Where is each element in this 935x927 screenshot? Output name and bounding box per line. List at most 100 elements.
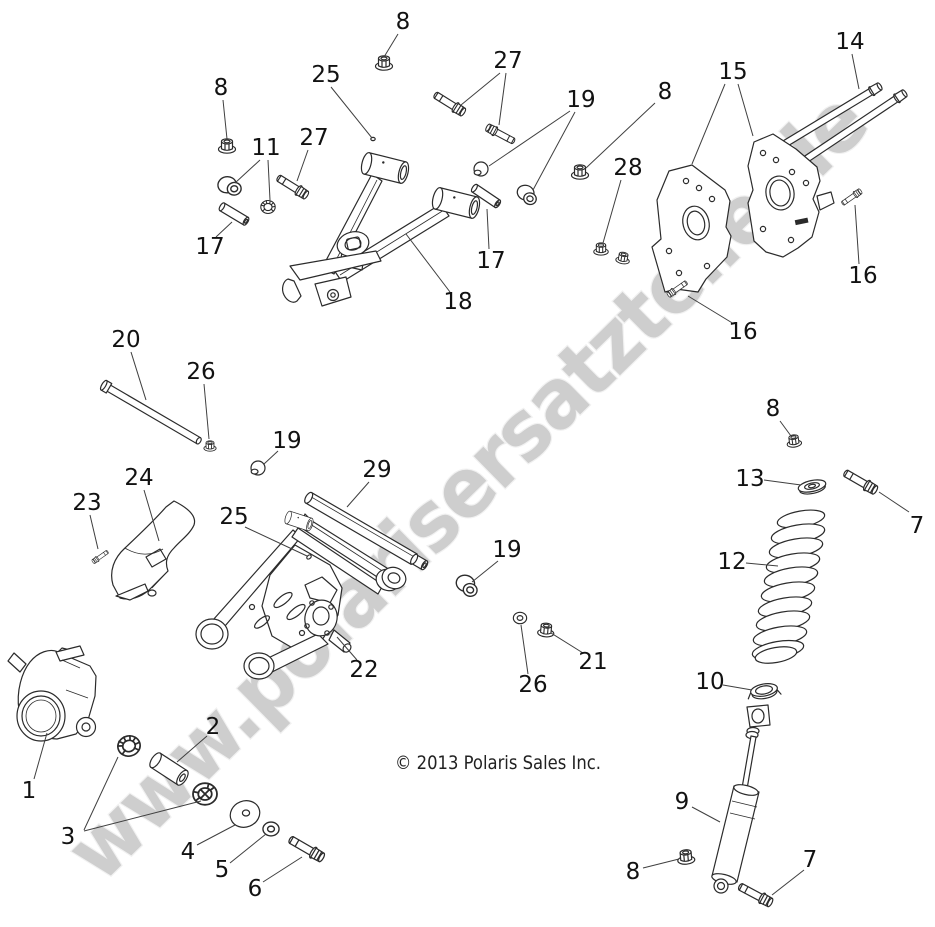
callout-8: 8	[396, 9, 411, 35]
leader-line-16	[854, 204, 860, 265]
callout-28: 28	[613, 155, 642, 181]
leader-line-17	[486, 208, 490, 250]
leader-line-25	[244, 526, 308, 557]
bushing-19b	[514, 182, 540, 207]
leader-line-9	[691, 806, 721, 823]
callout-2: 2	[206, 714, 221, 740]
screw-23	[90, 548, 110, 565]
leader-line-19	[471, 560, 499, 583]
bushing-11b	[260, 199, 276, 215]
leader-line-26	[203, 383, 210, 440]
washer-4	[229, 800, 261, 828]
leader-line-28	[602, 179, 622, 244]
leader-line-8	[222, 99, 228, 140]
part-pivot-spacer-2	[149, 752, 189, 786]
callout-8: 8	[626, 859, 641, 885]
callout-19: 19	[272, 428, 301, 454]
shock-bolt-7a	[841, 466, 880, 497]
leader-line-1	[33, 732, 48, 780]
leader-line-29	[346, 481, 370, 508]
callout-14: 14	[835, 29, 864, 55]
callout-24: 24	[124, 465, 153, 491]
callout-7: 7	[803, 847, 818, 873]
callout-17: 17	[476, 248, 505, 274]
callout-4: 4	[181, 839, 196, 865]
lock-nut-21	[536, 621, 556, 639]
flange-nut-28a	[593, 242, 609, 256]
callout-15: 15	[718, 59, 747, 85]
leader-line-13	[763, 479, 802, 486]
callout-16: 16	[848, 263, 877, 289]
leader-line-11	[267, 159, 271, 201]
callout-17: 17	[195, 234, 224, 260]
leader-line-19	[488, 110, 571, 167]
leader-line-15	[737, 83, 754, 137]
leader-line-7	[771, 869, 805, 896]
part-torsion-rod-29	[304, 491, 429, 571]
copyright-text: © 2013 Polaris Sales Inc.	[395, 752, 601, 774]
flange-nut-28b	[614, 250, 632, 266]
leader-line-8	[642, 858, 680, 869]
leader-line-27	[460, 72, 501, 106]
leader-line-7	[878, 491, 910, 513]
callout-5: 5	[215, 857, 230, 883]
callout-23: 23	[72, 490, 101, 516]
callout-11: 11	[251, 135, 280, 161]
flange-nut-8d	[785, 433, 803, 449]
callout-18: 18	[443, 289, 472, 315]
leader-line-14	[851, 53, 860, 90]
leader-line-4	[196, 824, 236, 846]
lock-nut-26a	[203, 440, 217, 452]
part-stabilizer-rod-20	[99, 379, 202, 445]
pivot-pin-17a	[217, 201, 251, 227]
leader-line-3	[83, 756, 119, 831]
callout-9: 9	[675, 789, 690, 815]
bolt-27c	[274, 172, 311, 202]
callout-19: 19	[492, 537, 521, 563]
hex-bolt-6	[286, 833, 327, 865]
bushing-19d	[452, 572, 481, 599]
cap-19a	[473, 161, 489, 177]
flange-nut-8a	[374, 55, 394, 71]
part-upper-control-arm	[282, 136, 483, 307]
eye-bushing-socket	[375, 566, 407, 592]
leader-line-10	[722, 684, 753, 691]
leader-line-5	[229, 833, 267, 864]
leader-line-27	[296, 149, 309, 182]
callout-13: 13	[735, 466, 764, 492]
leader-line-19	[263, 450, 279, 465]
cap-19c	[250, 460, 266, 476]
leader-line-17	[215, 221, 233, 238]
leader-line-26	[520, 624, 529, 675]
callout-25: 25	[219, 504, 248, 530]
callout-8: 8	[658, 79, 673, 105]
leader-line-3	[83, 800, 202, 832]
callout-21: 21	[578, 649, 607, 675]
leader-line-20	[130, 351, 147, 401]
leader-line-24	[143, 489, 160, 542]
callout-6: 6	[248, 876, 263, 902]
callout-25: 25	[311, 62, 340, 88]
leader-line-25	[330, 86, 373, 139]
callout-26: 26	[186, 359, 215, 385]
callout-26: 26	[518, 672, 547, 698]
leader-line-12	[745, 562, 779, 567]
leader-line-18	[405, 233, 451, 293]
leader-line-16	[687, 295, 735, 325]
callout-12: 12	[717, 549, 746, 575]
part-coil-spring-12	[751, 509, 826, 664]
leader-line-6	[262, 856, 303, 883]
leader-line-8	[585, 102, 656, 169]
leader-line-27	[498, 72, 507, 126]
washer-5	[262, 821, 280, 837]
part-bearing-carrier-1	[7, 645, 97, 742]
part-shock-mount-bracket-left	[651, 164, 732, 293]
callout-29: 29	[362, 457, 391, 483]
shock-bolt-7b	[735, 880, 776, 910]
callout-19: 19	[566, 87, 595, 113]
part-guard-shield-24	[111, 500, 196, 601]
bushing-11a	[215, 173, 243, 199]
leader-line-8	[779, 420, 792, 437]
callout-22: 22	[349, 657, 378, 683]
